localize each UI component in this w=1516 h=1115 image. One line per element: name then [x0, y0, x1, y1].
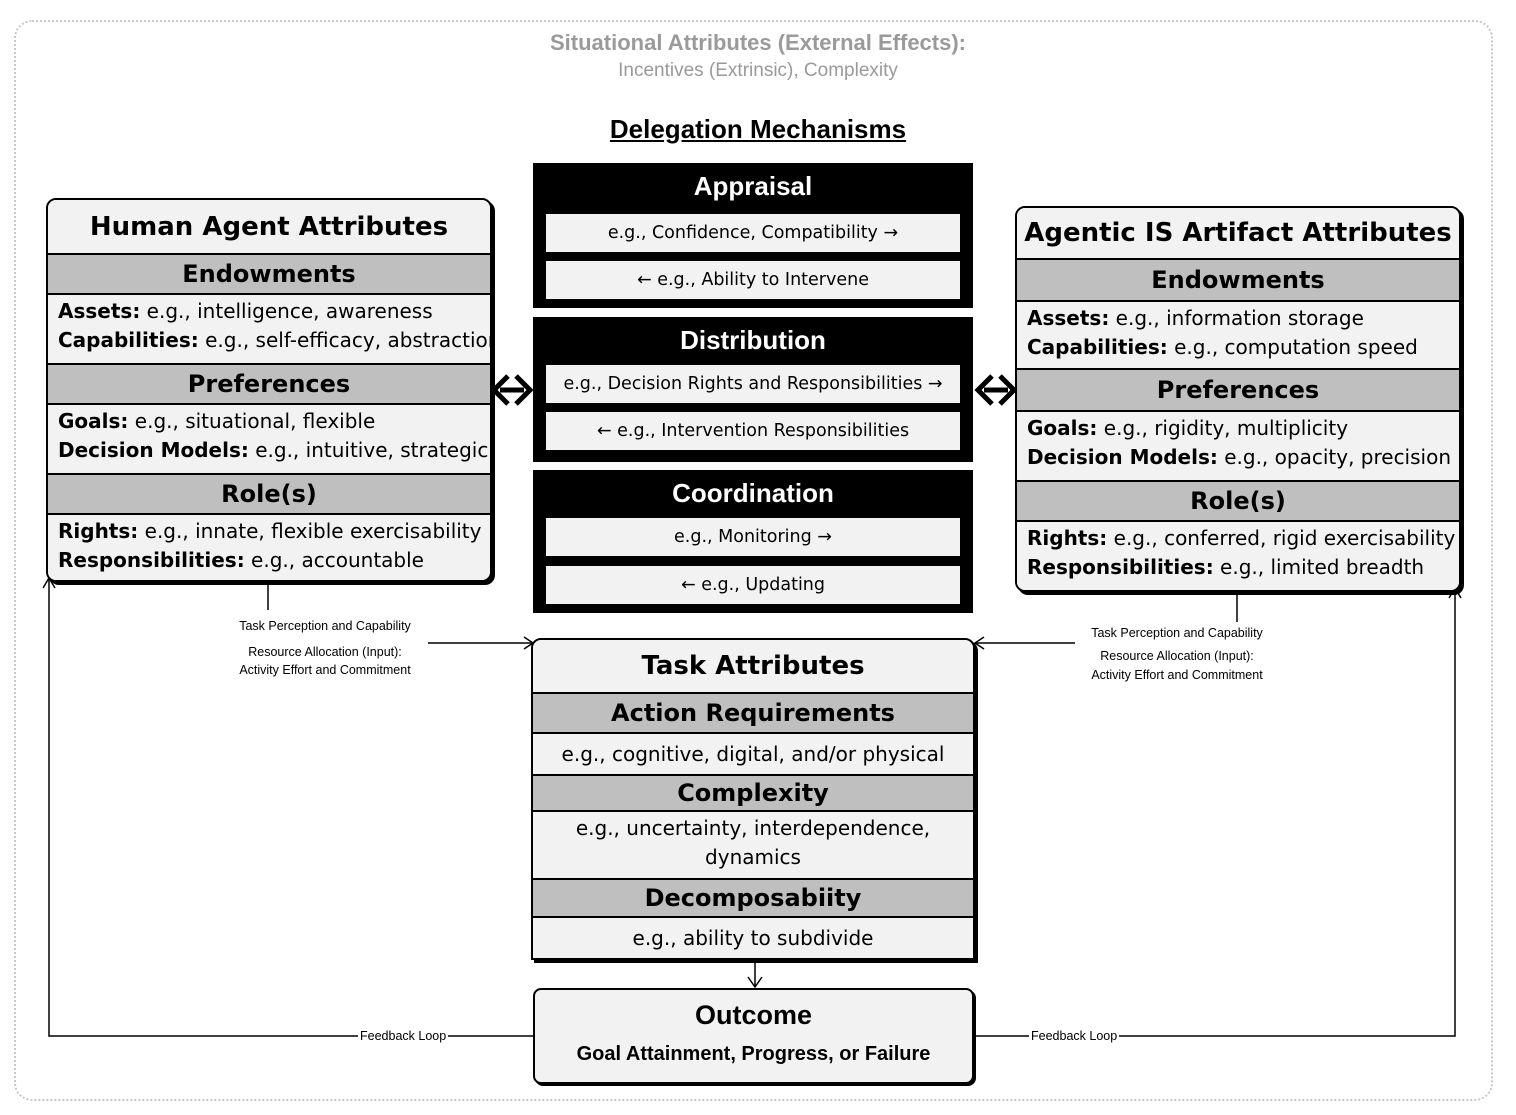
artifact-title: Agentic IS Artifact Attributes	[1017, 208, 1459, 260]
artifact-roles-body: Rights: e.g., conferred, rigid exercisab…	[1017, 522, 1459, 590]
appraisal-box: Appraisal e.g., Confidence, Compatibilit…	[533, 163, 973, 308]
coordination-row-backward: ← e.g., Updating	[546, 566, 960, 604]
appraisal-row-forward: e.g., Confidence, Compatibility →	[546, 214, 960, 252]
human-capabilities-value: e.g., self-efficacy, abstraction	[198, 328, 492, 352]
artifact-goals-value: e.g., rigidity, multiplicity	[1097, 416, 1349, 440]
delegation-mechanisms-title: Delegation Mechanisms	[609, 114, 907, 144]
human-agent-attributes-box: Human Agent Attributes Endowments Assets…	[46, 198, 492, 582]
artifact-preferences-header: Preferences	[1017, 370, 1459, 412]
human-rights-label: Rights:	[58, 519, 139, 543]
complexity-text-line2: dynamics	[705, 845, 801, 869]
artifact-assets-value: e.g., information storage	[1109, 306, 1364, 330]
artifact-rights-label: Rights:	[1027, 526, 1108, 550]
feedback-loop-right-label: Feedback Loop	[1029, 1029, 1120, 1043]
complexity-text-line1: e.g., uncertainty, interdependence,	[575, 816, 931, 840]
artifact-decision-models-value: e.g., opacity, precision	[1217, 445, 1452, 469]
artifact-assets-label: Assets:	[1027, 306, 1110, 330]
human-preferences-header: Preferences	[48, 365, 490, 405]
appraisal-title: Appraisal	[693, 171, 813, 201]
left-connector-label-1: Task Perception and Capability	[205, 619, 445, 633]
situational-subtitle: Incentives (Extrinsic), Complexity	[618, 60, 898, 81]
human-endowments-body: Assets: e.g., intelligence, awareness Ca…	[48, 295, 490, 365]
artifact-endowments-header: Endowments	[1017, 260, 1459, 302]
human-goals-label: Goals:	[58, 409, 129, 433]
human-responsibilities-label: Responsibilities:	[58, 548, 245, 572]
decomposability-body: e.g., ability to subdivide	[533, 918, 973, 958]
artifact-rights-value: e.g., conferred, rigid exercisability	[1107, 526, 1456, 550]
complexity-body: e.g., uncertainty, interdependence, dyna…	[533, 812, 973, 880]
artifact-to-task-arrowhead	[973, 636, 985, 650]
human-agent-title: Human Agent Attributes	[48, 200, 490, 255]
feedback-loop-right-line	[975, 588, 1456, 1037]
distribution-row-backward: ← e.g., Intervention Responsibilities	[546, 412, 960, 450]
human-assets-label: Assets:	[58, 299, 141, 323]
distribution-box: Distribution e.g., Decision Rights and R…	[533, 317, 973, 462]
artifact-roles-header: Role(s)	[1017, 482, 1459, 522]
human-endowments-header: Endowments	[48, 255, 490, 295]
task-to-outcome-arrowhead	[747, 976, 763, 989]
artifact-responsibilities-value: e.g., limited breadth	[1213, 555, 1425, 579]
task-attributes-box: Task Attributes Action Requirements e.g.…	[531, 638, 975, 960]
feedback-loop-left-label: Feedback Loop	[358, 1029, 449, 1043]
right-connector-label-2: Resource Allocation (Input):	[1057, 649, 1297, 663]
artifact-preferences-body: Goals: e.g., rigidity, multiplicity Deci…	[1017, 412, 1459, 482]
left-connector-label-3: Activity Effort and Commitment	[205, 663, 445, 677]
situational-attributes-frame	[14, 20, 1493, 1101]
artifact-goals-label: Goals:	[1027, 416, 1098, 440]
outcome-subtitle: Goal Attainment, Progress, or Failure	[576, 1043, 931, 1065]
decomposability-header: Decomposabiity	[533, 880, 973, 918]
artifact-decision-models-label: Decision Models:	[1027, 445, 1218, 469]
action-requirements-header: Action Requirements	[533, 694, 973, 734]
appraisal-row-backward: ← e.g., Ability to Intervene	[546, 261, 960, 299]
distribution-row-forward: e.g., Decision Rights and Responsibiliti…	[546, 365, 960, 403]
coordination-title: Coordination	[672, 478, 834, 508]
double-arrow-right	[974, 374, 1018, 406]
artifact-attributes-box: Agentic IS Artifact Attributes Endowment…	[1015, 206, 1461, 592]
human-roles-header: Role(s)	[48, 475, 490, 515]
outcome-title: Outcome	[694, 1000, 813, 1030]
situational-title: Situational Attributes (External Effects…	[549, 30, 966, 55]
distribution-title: Distribution	[680, 325, 826, 355]
left-connector-label-2: Resource Allocation (Input):	[205, 645, 445, 659]
right-connector-label-3: Activity Effort and Commitment	[1057, 668, 1297, 682]
coordination-box: Coordination e.g., Monitoring → ← e.g., …	[533, 470, 973, 613]
right-connector-label-1: Task Perception and Capability	[1057, 626, 1297, 640]
human-capabilities-label: Capabilities:	[58, 328, 199, 352]
human-decision-models-value: e.g., intuitive, strategic	[248, 438, 489, 462]
human-goals-value: e.g., situational, flexible	[128, 409, 376, 433]
artifact-capabilities-value: e.g., computation speed	[1167, 335, 1418, 359]
human-decision-models-label: Decision Models:	[58, 438, 249, 462]
human-roles-body: Rights: e.g., innate, flexible exercisab…	[48, 515, 490, 580]
human-rights-value: e.g., innate, flexible exercisability	[138, 519, 482, 543]
human-preferences-body: Goals: e.g., situational, flexible Decis…	[48, 405, 490, 475]
artifact-responsibilities-label: Responsibilities:	[1027, 555, 1214, 579]
human-assets-value: e.g., intelligence, awareness	[140, 299, 433, 323]
coordination-row-forward: e.g., Monitoring →	[546, 518, 960, 556]
complexity-header: Complexity	[533, 776, 973, 812]
artifact-endowments-body: Assets: e.g., information storage Capabi…	[1017, 302, 1459, 370]
action-requirements-body: e.g., cognitive, digital, and/or physica…	[533, 734, 973, 776]
artifact-capabilities-label: Capabilities:	[1027, 335, 1168, 359]
task-title: Task Attributes	[533, 640, 973, 694]
outcome-box: Outcome Goal Attainment, Progress, or Fa…	[533, 988, 974, 1084]
double-arrow-left	[490, 374, 534, 406]
human-responsibilities-value: e.g., accountable	[244, 548, 424, 572]
